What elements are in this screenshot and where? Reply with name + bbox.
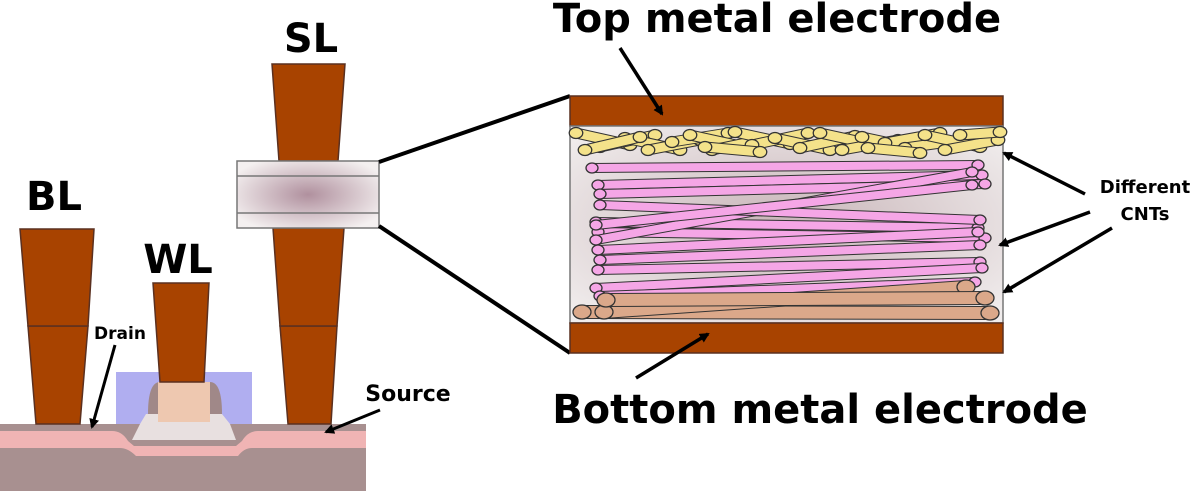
source-arrow <box>324 408 381 434</box>
bl-label: BL <box>26 174 82 220</box>
sl-contact-lower <box>279 325 338 425</box>
bottom-electrode-arrow <box>635 332 710 380</box>
top-electrode-label: Top metal electrode <box>553 0 1001 42</box>
sl-contact-middle <box>272 227 345 327</box>
wl-label: WL <box>143 237 213 283</box>
yellow-cnt <box>952 125 1008 142</box>
pink-cnt <box>591 169 989 191</box>
sl-contact-upper <box>271 63 346 162</box>
wl-contact <box>152 282 210 383</box>
source-label: Source <box>365 382 450 407</box>
tan-cnt <box>596 290 995 308</box>
cnts-label-line1: Different <box>1100 177 1191 198</box>
zoom-line-bottom <box>377 224 572 355</box>
gate <box>158 382 210 422</box>
zoom-line-top <box>378 94 571 164</box>
bottom-electrode-label: Bottom metal electrode <box>552 387 1088 433</box>
drain-arrow <box>89 344 117 429</box>
cnt-cell-zoom: Top metal electrode Bottom metal electro… <box>552 0 1190 433</box>
cnts-label-line2: CNTs <box>1121 204 1170 225</box>
transistor: SL BL WL Drain Source <box>0 16 572 491</box>
bl-contact-upper <box>19 228 95 327</box>
drain-label: Drain <box>94 324 146 344</box>
diffusion-layer <box>0 431 366 456</box>
pink-cnt <box>593 239 987 266</box>
sl-label: SL <box>284 16 338 62</box>
yellow-cnts <box>568 125 1008 160</box>
top-electrode <box>569 95 1004 127</box>
pink-cnts <box>585 159 992 302</box>
cnt-arrow-pink <box>998 210 1091 247</box>
bottom-electrode <box>569 322 1004 354</box>
yellow-cnt <box>577 130 648 157</box>
yellow-cnt <box>937 133 1006 157</box>
cnt-arrow-yellow <box>1002 151 1086 196</box>
bl-contact-lower <box>27 325 89 425</box>
cnt-arrow-tan <box>1002 226 1113 294</box>
cnt-cell-small <box>236 160 380 229</box>
pink-cnt <box>593 199 987 226</box>
pink-cnt <box>589 179 979 231</box>
top-electrode-arrow <box>618 47 664 116</box>
yellow-cnt <box>697 140 768 159</box>
yellow-cnt <box>860 141 928 160</box>
tan-cnts <box>572 279 1000 321</box>
pink-cnt <box>591 226 985 256</box>
